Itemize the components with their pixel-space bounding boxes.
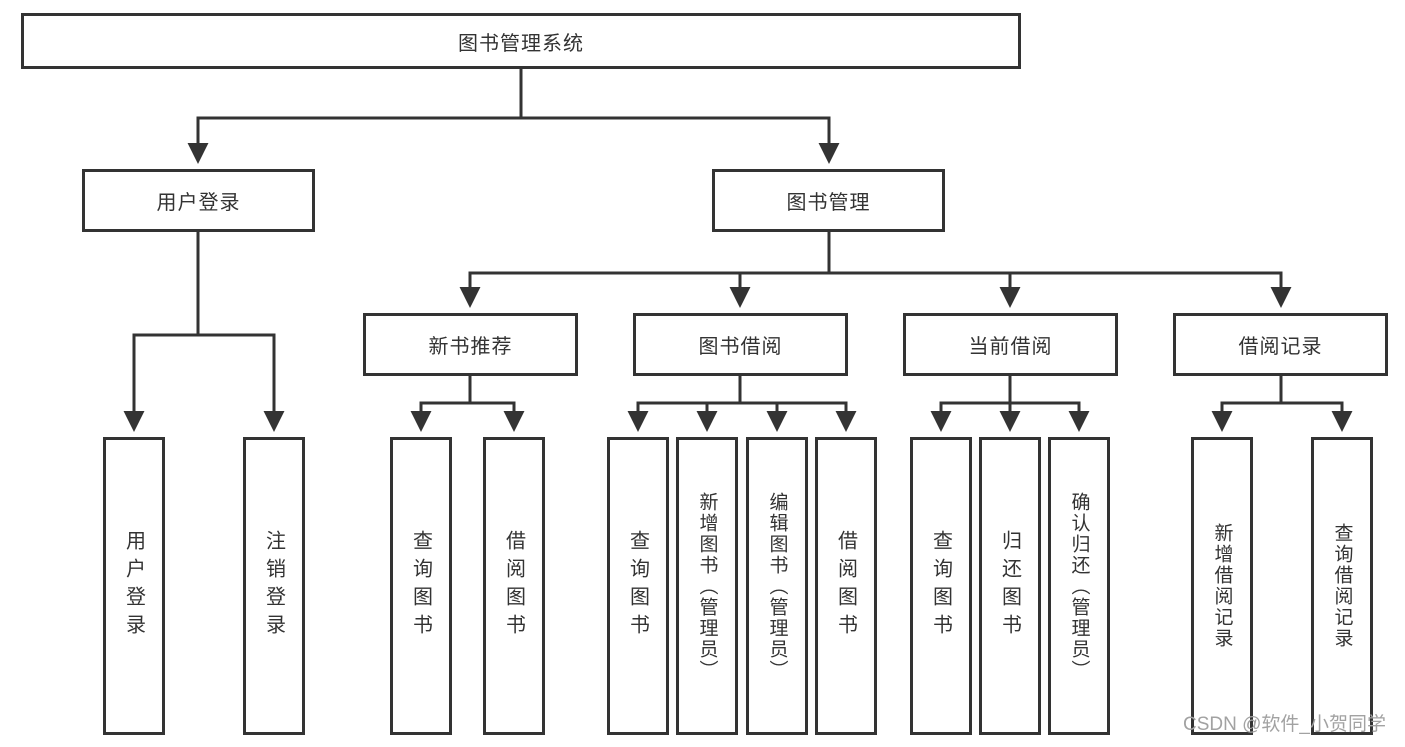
node-label: 当前借阅 <box>968 336 1053 358</box>
node-new-book-recommend: 新书推荐 <box>363 313 578 376</box>
node-label: 借阅记录 <box>1238 336 1323 358</box>
node-leaf-logout: 注销登录 <box>243 437 305 735</box>
node-leaf-query-borrow-record: 查询借阅记录 <box>1311 437 1373 735</box>
node-label: 编辑图书（管理员） <box>766 491 788 681</box>
node-library-system-root: 图书管理系统 <box>21 13 1021 69</box>
node-leaf-edit-book-admin: 编辑图书（管理员） <box>746 437 808 735</box>
node-label: 新书推荐 <box>428 336 513 358</box>
node-label: 确认归还（管理员） <box>1068 491 1090 681</box>
node-label: 图书管理系统 <box>458 32 584 55</box>
node-label: 归还图书 <box>998 530 1021 642</box>
node-label: 用户登录 <box>156 192 241 214</box>
node-leaf-borrow-book-1: 借阅图书 <box>483 437 545 735</box>
node-leaf-add-book-admin: 新增图书（管理员） <box>676 437 738 735</box>
node-label: 新增图书（管理员） <box>696 491 718 681</box>
node-label: 借阅图书 <box>834 530 857 642</box>
node-label: 图书管理 <box>786 192 871 214</box>
node-label: 查询图书 <box>929 530 952 642</box>
node-label: 用户登录 <box>122 530 145 642</box>
node-leaf-query-book-3: 查询图书 <box>910 437 972 735</box>
node-label: 查询图书 <box>409 530 432 642</box>
node-leaf-return-book: 归还图书 <box>979 437 1041 735</box>
node-borrow-record: 借阅记录 <box>1173 313 1388 376</box>
node-label: 查询借阅记录 <box>1331 523 1353 649</box>
node-leaf-query-book-2: 查询图书 <box>607 437 669 735</box>
node-leaf-borrow-book-2: 借阅图书 <box>815 437 877 735</box>
node-book-borrow: 图书借阅 <box>633 313 848 376</box>
node-label: 新增借阅记录 <box>1211 523 1233 649</box>
node-leaf-user-login: 用户登录 <box>103 437 165 735</box>
node-leaf-confirm-return-admin: 确认归还（管理员） <box>1048 437 1110 735</box>
node-leaf-query-book-1: 查询图书 <box>390 437 452 735</box>
node-label: 图书借阅 <box>698 336 783 358</box>
node-book-management-module: 图书管理 <box>712 169 945 232</box>
node-label: 借阅图书 <box>502 530 525 642</box>
node-label: 注销登录 <box>262 530 285 642</box>
node-label: 查询图书 <box>626 530 649 642</box>
node-leaf-add-borrow-record: 新增借阅记录 <box>1191 437 1253 735</box>
csdn-watermark: CSDN @软件_小贺同学 <box>1183 714 1386 735</box>
node-current-borrow: 当前借阅 <box>903 313 1118 376</box>
node-user-login-module: 用户登录 <box>82 169 315 232</box>
